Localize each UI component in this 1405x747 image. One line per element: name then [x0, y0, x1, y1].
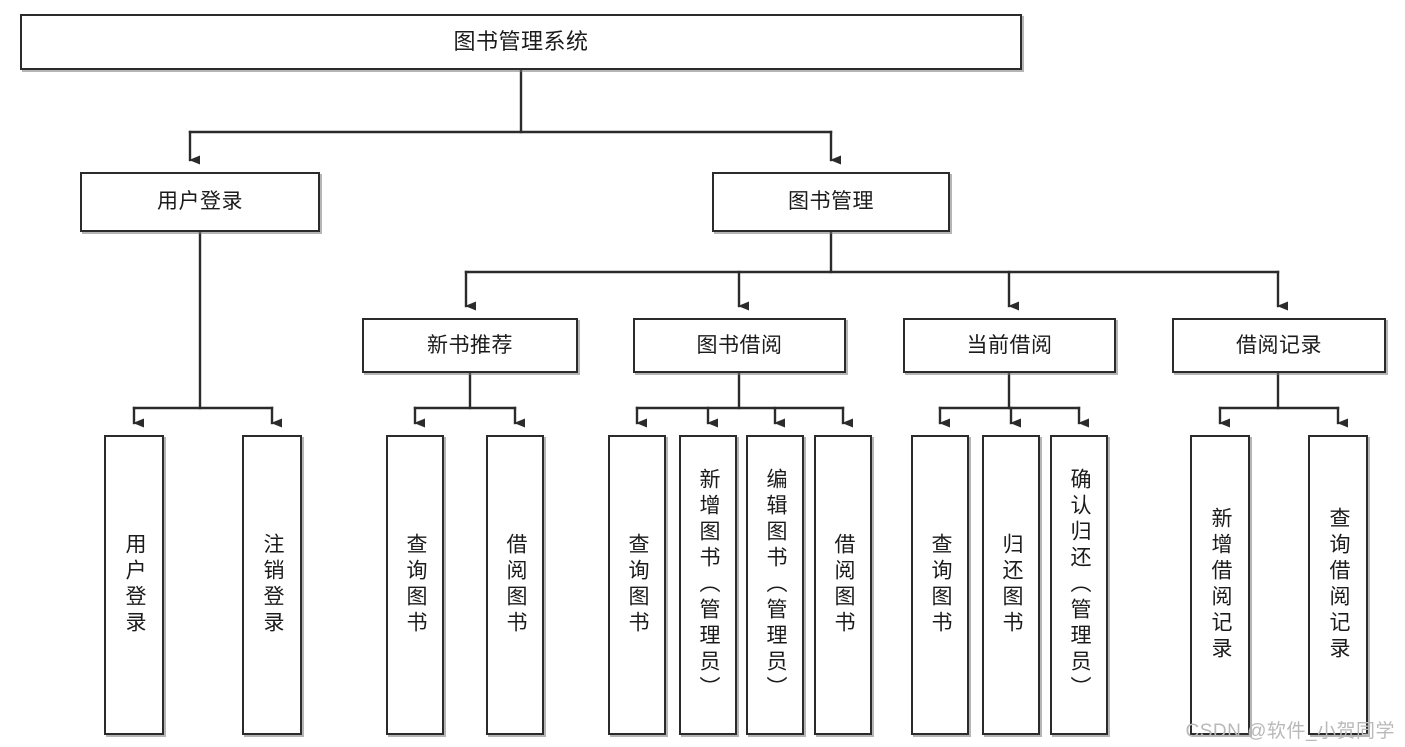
node-book-borrow[interactable]: 图书借阅 — [633, 318, 846, 373]
node-leaf-borrow-book-2[interactable]: 借阅图书 — [814, 435, 872, 735]
node-leaf-query-book-3-label: 查询图书 — [929, 533, 953, 637]
node-leaf-add-record-label: 新增借阅记录 — [1209, 507, 1233, 663]
node-leaf-query-record[interactable]: 查询借阅记录 — [1308, 435, 1368, 735]
node-leaf-confirm-return-label: 确认归还（管理员） — [1068, 468, 1092, 702]
node-leaf-add-book-label: 新增图书（管理员） — [697, 468, 721, 702]
node-leaf-query-book-2[interactable]: 查询图书 — [608, 435, 666, 735]
node-leaf-add-record[interactable]: 新增借阅记录 — [1190, 435, 1250, 735]
node-leaf-logout[interactable]: 注销登录 — [242, 435, 302, 735]
node-leaf-query-record-label: 查询借阅记录 — [1327, 507, 1351, 663]
node-new-book-rec-label: 新书推荐 — [427, 333, 513, 357]
node-leaf-borrow-book-1[interactable]: 借阅图书 — [486, 435, 544, 735]
node-leaf-edit-book[interactable]: 编辑图书（管理员） — [746, 435, 804, 735]
node-leaf-logout-label: 注销登录 — [261, 533, 285, 637]
node-leaf-return-book[interactable]: 归还图书 — [982, 435, 1040, 735]
node-leaf-borrow-book-1-label: 借阅图书 — [504, 533, 528, 637]
node-root-system-label: 图书管理系统 — [453, 28, 589, 54]
node-current-borrow[interactable]: 当前借阅 — [903, 318, 1116, 373]
node-user-login-label: 用户登录 — [157, 190, 243, 214]
node-borrow-record[interactable]: 借阅记录 — [1172, 318, 1386, 373]
node-leaf-user-login[interactable]: 用户登录 — [104, 435, 164, 735]
node-leaf-query-book-3[interactable]: 查询图书 — [911, 435, 969, 735]
node-book-borrow-label: 图书借阅 — [696, 333, 783, 357]
node-leaf-query-book-1-label: 查询图书 — [404, 533, 428, 637]
node-leaf-query-book-2-label: 查询图书 — [626, 533, 650, 637]
node-user-login[interactable]: 用户登录 — [80, 172, 320, 232]
node-leaf-query-book-1[interactable]: 查询图书 — [386, 435, 444, 735]
node-book-manage-label: 图书管理 — [788, 190, 874, 214]
node-leaf-add-book[interactable]: 新增图书（管理员） — [679, 435, 737, 735]
node-root-system[interactable]: 图书管理系统 — [20, 14, 1022, 70]
node-current-borrow-label: 当前借阅 — [966, 333, 1053, 357]
node-book-manage[interactable]: 图书管理 — [712, 172, 950, 232]
node-leaf-confirm-return[interactable]: 确认归还（管理员） — [1050, 435, 1108, 735]
node-new-book-rec[interactable]: 新书推荐 — [362, 318, 578, 373]
node-leaf-borrow-book-2-label: 借阅图书 — [832, 533, 856, 637]
node-leaf-return-book-label: 归还图书 — [1000, 533, 1024, 637]
node-leaf-user-login-label: 用户登录 — [123, 533, 147, 637]
connector-lines — [132, 68, 1348, 428]
node-leaf-edit-book-label: 编辑图书（管理员） — [764, 468, 788, 702]
node-borrow-record-label: 借阅记录 — [1236, 333, 1322, 357]
